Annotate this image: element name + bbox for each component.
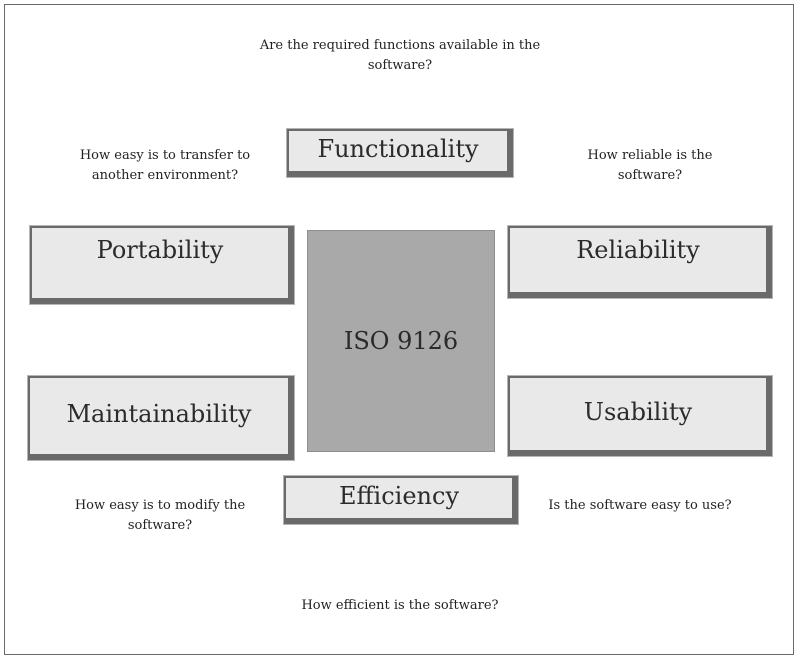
center-label: ISO 9126 — [343, 327, 459, 355]
functionality-question: Are the required functions available in … — [259, 38, 541, 73]
efficiency-box: Efficiency — [284, 476, 518, 524]
functionality-box: Functionality — [287, 129, 513, 177]
usability-box: Usability — [508, 376, 772, 456]
maintainability-question: How easy is to modify the software? — [74, 498, 246, 533]
efficiency-question: How efficient is the software? — [301, 598, 499, 613]
efficiency-label: Efficiency — [338, 482, 460, 510]
reliability-label: Reliability — [576, 236, 700, 264]
portability-label: Portability — [96, 236, 224, 264]
portability-box: Portability — [30, 226, 294, 304]
maintainability-label: Maintainability — [66, 400, 252, 428]
usability-question: Is the software easy to use? — [548, 498, 732, 513]
reliability-question: How reliable is the software? — [587, 148, 713, 183]
portability-question: How easy is to transfer to another envir… — [79, 148, 251, 183]
iso-9126-center: ISO 9126 — [307, 230, 495, 452]
reliability-box: Reliability — [508, 226, 772, 298]
functionality-label: Functionality — [317, 135, 479, 163]
maintainability-box: Maintainability — [28, 376, 294, 460]
usability-label: Usability — [583, 398, 693, 426]
